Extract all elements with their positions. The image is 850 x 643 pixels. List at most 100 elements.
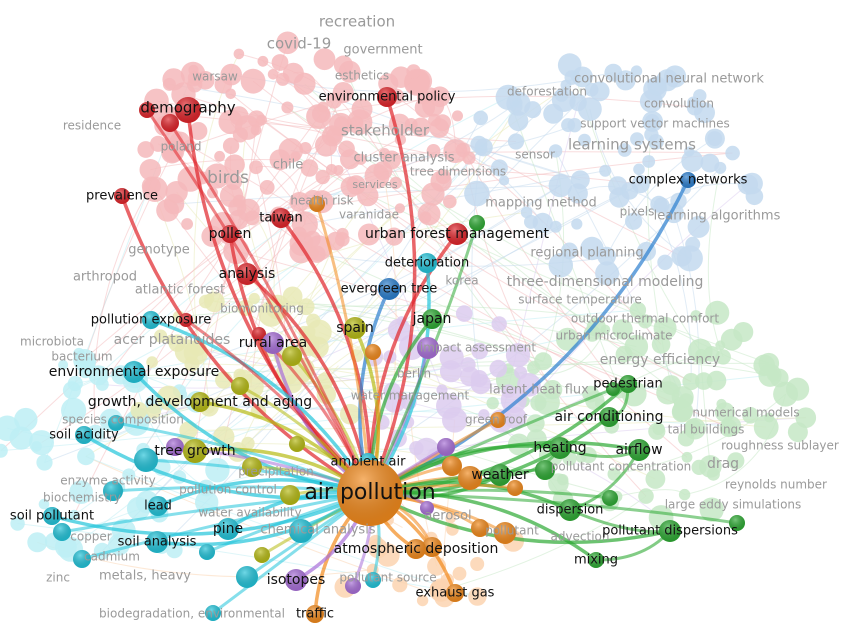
faded-node[interactable]: [0, 415, 20, 442]
faded-node[interactable]: [657, 254, 673, 270]
faded-node[interactable]: [165, 334, 176, 345]
faded-node[interactable]: [645, 469, 666, 489]
faded-node[interactable]: [390, 66, 412, 88]
faded-node[interactable]: [548, 253, 573, 278]
faded-node[interactable]: [162, 68, 185, 91]
faded-node[interactable]: [58, 359, 69, 370]
faded-node[interactable]: [578, 133, 591, 147]
faded-node[interactable]: [452, 566, 467, 581]
faded-node[interactable]: [95, 377, 109, 391]
faded-node[interactable]: [460, 366, 480, 387]
faded-node[interactable]: [648, 422, 666, 440]
faded-node[interactable]: [560, 79, 572, 91]
faded-node[interactable]: [695, 349, 708, 361]
faded-node[interactable]: [0, 443, 8, 458]
faded-node[interactable]: [638, 314, 653, 329]
faded-node[interactable]: [130, 402, 148, 419]
highlighted-nodes[interactable]: [43, 87, 745, 623]
faded-node[interactable]: [425, 87, 439, 101]
faded-node[interactable]: [411, 117, 431, 137]
faded-node[interactable]: [572, 66, 593, 88]
faded-node[interactable]: [392, 577, 408, 593]
faded-node[interactable]: [139, 159, 162, 181]
faded-node[interactable]: [68, 509, 80, 521]
faded-node[interactable]: [14, 407, 38, 432]
faded-node[interactable]: [249, 160, 263, 175]
faded-node[interactable]: [146, 404, 162, 419]
faded-node[interactable]: [508, 110, 529, 131]
faded-node[interactable]: [276, 72, 290, 86]
faded-node[interactable]: [122, 468, 136, 482]
faded-node[interactable]: [69, 480, 93, 505]
faded-node[interactable]: [67, 375, 83, 392]
faded-node[interactable]: [271, 54, 289, 71]
faded-node[interactable]: [595, 261, 620, 286]
faded-node[interactable]: [357, 184, 379, 207]
faded-node[interactable]: [422, 94, 445, 117]
faded-node[interactable]: [293, 72, 316, 95]
faded-node[interactable]: [524, 101, 542, 119]
faded-node[interactable]: [661, 375, 681, 395]
faded-node[interactable]: [229, 106, 249, 126]
faded-node[interactable]: [364, 163, 390, 189]
faded-node[interactable]: [612, 319, 633, 340]
faded-node[interactable]: [682, 373, 700, 391]
faded-node[interactable]: [548, 473, 569, 494]
faded-node[interactable]: [505, 343, 531, 368]
faded-node[interactable]: [61, 397, 87, 423]
faded-node[interactable]: [532, 212, 553, 233]
faded-node[interactable]: [38, 498, 50, 510]
faded-node[interactable]: [499, 175, 510, 186]
faded-node[interactable]: [589, 81, 610, 102]
faded-node[interactable]: [631, 175, 650, 194]
faded-node[interactable]: [187, 71, 202, 85]
faded-node[interactable]: [146, 356, 158, 368]
faded-node[interactable]: [382, 150, 402, 170]
faded-node[interactable]: [548, 173, 572, 198]
faded-node[interactable]: [222, 137, 240, 154]
faded-node[interactable]: [617, 143, 632, 157]
faded-node[interactable]: [73, 347, 85, 360]
faded-node[interactable]: [267, 69, 279, 80]
faded-node[interactable]: [439, 345, 464, 370]
faded-node[interactable]: [455, 305, 473, 322]
faded-node[interactable]: [445, 512, 457, 524]
faded-node[interactable]: [706, 467, 720, 481]
faded-node[interactable]: [205, 458, 230, 483]
faded-node[interactable]: [256, 114, 267, 126]
faded-node[interactable]: [220, 63, 242, 86]
faded-node[interactable]: [687, 96, 700, 109]
faded-node[interactable]: [725, 145, 740, 161]
faded-node[interactable]: [714, 161, 727, 174]
faded-node[interactable]: [624, 334, 649, 359]
faded-node[interactable]: [250, 124, 262, 136]
faded-node[interactable]: [321, 125, 343, 147]
faded-node[interactable]: [630, 65, 643, 77]
faded-node[interactable]: [478, 409, 490, 421]
faded-node[interactable]: [681, 150, 704, 172]
faded-node[interactable]: [349, 115, 364, 130]
faded-node[interactable]: [507, 133, 525, 150]
faded-node[interactable]: [150, 135, 167, 152]
faded-node[interactable]: [317, 101, 329, 113]
faded-node[interactable]: [232, 194, 246, 208]
faded-node[interactable]: [758, 363, 782, 387]
faded-node[interactable]: [486, 396, 499, 410]
faded-node[interactable]: [233, 48, 245, 60]
faded-node[interactable]: [684, 418, 702, 436]
faded-node[interactable]: [583, 325, 601, 342]
faded-node[interactable]: [664, 65, 687, 88]
faded-node[interactable]: [31, 441, 42, 452]
faded-node[interactable]: [561, 242, 578, 260]
faded-node[interactable]: [786, 377, 810, 401]
faded-node[interactable]: [161, 141, 183, 164]
faded-node[interactable]: [27, 532, 48, 553]
faded-node[interactable]: [351, 98, 373, 120]
faded-node[interactable]: [651, 335, 671, 354]
faded-node[interactable]: [548, 144, 563, 158]
faded-node[interactable]: [642, 111, 663, 132]
faded-node[interactable]: [426, 144, 441, 158]
faded-node[interactable]: [156, 199, 180, 222]
faded-node[interactable]: [470, 135, 488, 153]
